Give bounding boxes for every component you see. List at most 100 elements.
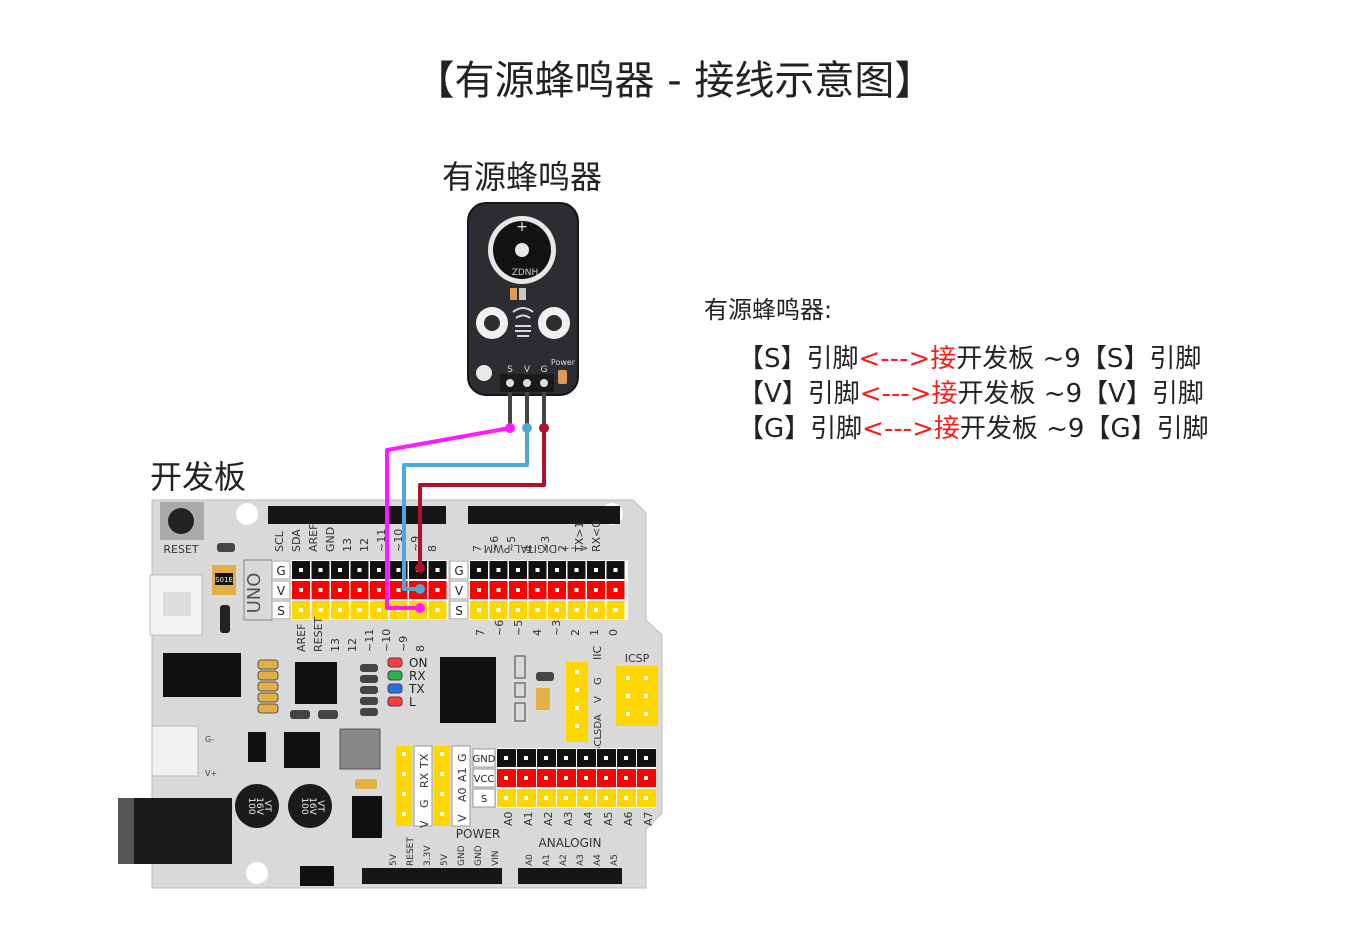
legend-pin: 【V】引脚 [738, 379, 860, 409]
pin-hole [613, 588, 618, 592]
pin-hole [584, 796, 588, 800]
pin-label: AREF [307, 524, 320, 552]
analog-pin-label: A5 [602, 811, 615, 826]
row-label-box [449, 600, 469, 620]
resistor [257, 670, 279, 681]
a1-label-strip [451, 745, 471, 827]
v-wire [402, 428, 529, 591]
analog-pin-label: A0 [502, 811, 515, 826]
serial-pin-label: V [418, 820, 431, 828]
pin-label: 12 [358, 538, 371, 552]
g-minus-label: G- [205, 735, 214, 744]
analogin-label: ANALOGIN [539, 836, 602, 850]
uno-label: UNO [244, 573, 265, 614]
pin-hole [544, 776, 548, 780]
capacitor-text: VT [262, 800, 272, 812]
pin-label-g: G [541, 365, 548, 375]
a1-pin-label: G [456, 753, 469, 762]
pin-hole [477, 588, 481, 592]
resistor [257, 659, 279, 670]
pin-hole [504, 796, 508, 800]
sound-icon [512, 307, 534, 337]
capacitor-text: 100 [299, 797, 309, 814]
brand-text: ZDNH [512, 268, 539, 278]
row-label: S [455, 604, 463, 618]
pin-hole [338, 608, 342, 612]
pin-hole [377, 588, 381, 592]
serial-pins [396, 746, 412, 826]
pin-label: 13 [329, 638, 342, 652]
pin-hole [516, 588, 520, 592]
led-label: TX [408, 682, 425, 696]
pin-label: 4 [531, 629, 544, 636]
row-label-box [472, 748, 496, 768]
pin-hole [574, 588, 579, 592]
analogin-pin-label: A4 [593, 854, 603, 866]
legend-row-g: 【G】引脚<--->接开发板 ~9【G】引脚 [738, 408, 1209, 444]
analog-pin-label: A4 [582, 811, 595, 826]
pin-hole [318, 608, 323, 612]
legend: 【S】引脚<--->接开发板 ~9【S】引脚 【V】引脚<--->接开发板 ~9… [738, 338, 1209, 444]
pin-hole [357, 608, 362, 612]
pin-label: 7 [471, 545, 484, 552]
iic-label: IIC [591, 646, 604, 660]
legend-pin: 【S】引脚 [738, 344, 859, 374]
pin-hole [504, 776, 508, 780]
pin-hole [574, 608, 579, 612]
pin-hole [564, 796, 568, 800]
capacitor [288, 784, 332, 828]
g-wire [418, 428, 546, 568]
pin-hole [604, 756, 608, 760]
pin-hole [644, 756, 648, 760]
reset-label: RESET [163, 543, 199, 556]
row-label: S [481, 794, 487, 805]
pin-label: 7 [474, 629, 487, 636]
serial-pin-label: RX [418, 772, 431, 788]
pin-label: 0 [607, 629, 620, 636]
pin-hole [644, 776, 648, 780]
capacitor-text: 100 [246, 797, 256, 814]
pin-hole [613, 568, 618, 572]
pin-label: RESET [312, 616, 325, 652]
pin-hole [575, 670, 579, 674]
pin-label: 8 [414, 645, 427, 652]
row-label-box [271, 560, 291, 580]
pin-hole [396, 588, 401, 592]
power-pin-label: 5V [389, 853, 399, 866]
s-wire-end [505, 423, 515, 433]
pin-hole [626, 712, 630, 716]
pin-hole [584, 756, 588, 760]
status-led [387, 683, 403, 694]
pin-hole [338, 568, 342, 572]
power-header-label: POWER [456, 827, 500, 841]
pin-hole [524, 776, 528, 780]
pin-hole [594, 568, 598, 572]
pin-hole [604, 776, 608, 780]
pin-hole [338, 588, 342, 592]
pin-hole [555, 568, 559, 572]
pin-hole [624, 776, 628, 780]
row-label: V [277, 584, 286, 598]
analog-pin-label: A2 [542, 811, 555, 826]
pin-label: ~3 [550, 620, 563, 636]
row-label: G [276, 564, 285, 578]
pin-hole [624, 756, 628, 760]
pin-hole [440, 792, 444, 796]
led-label: L [409, 695, 416, 709]
row-label: S [277, 604, 285, 618]
resistor [257, 681, 279, 692]
pin-hole [544, 756, 548, 760]
row-label: GND [473, 754, 496, 765]
legend-target: 开发板 ~9【V】引脚 [957, 379, 1204, 409]
power-pin-label: VIN [491, 850, 501, 866]
status-led [387, 670, 403, 681]
pin-hole [594, 608, 598, 612]
icsp-header [626, 676, 648, 716]
analogin-pin-label: A1 [542, 854, 552, 866]
analog-pin-label: A7 [642, 811, 655, 826]
legend-arrow: <--->接 [862, 414, 960, 444]
row-label: G [454, 564, 463, 578]
